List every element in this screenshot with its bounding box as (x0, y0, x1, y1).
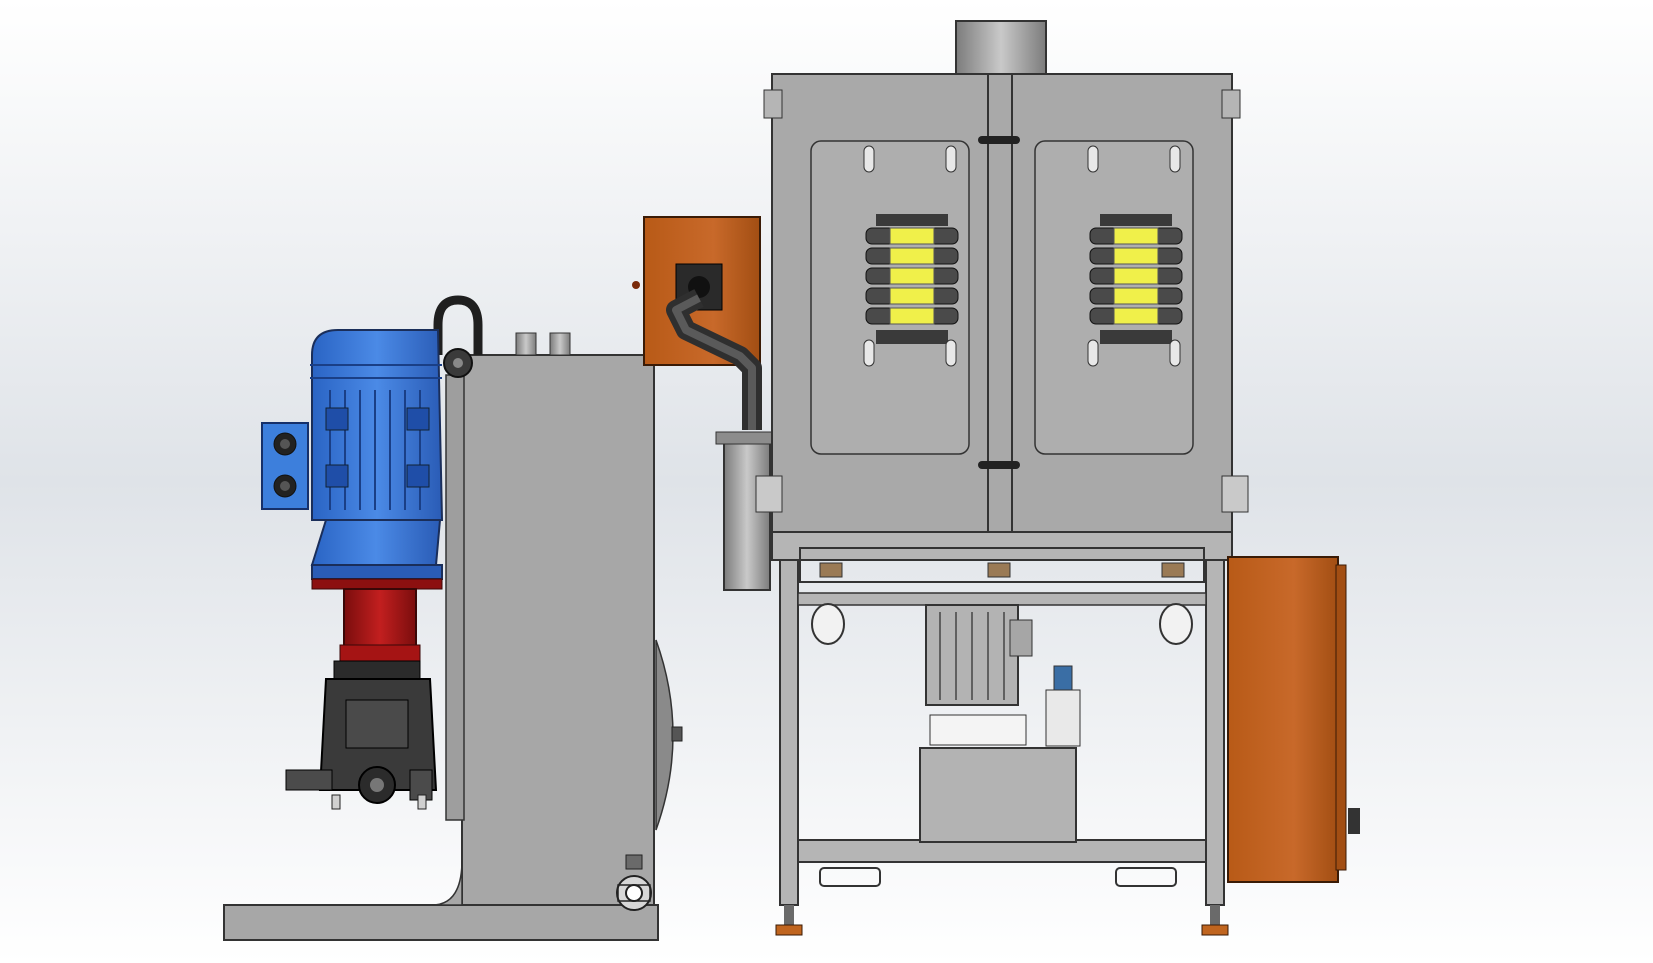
motor-coupling (311, 578, 443, 662)
mounting-slot (863, 145, 875, 173)
motor-foot-upper (325, 407, 349, 431)
valve-body (889, 267, 935, 285)
motor-flange (310, 519, 442, 566)
valve-stack-base (1100, 330, 1172, 344)
tank-fillet (431, 859, 463, 906)
frame-stand (771, 531, 1233, 936)
valve-body (889, 287, 935, 305)
cable-cylinder (723, 439, 771, 591)
motor-flange-ring (311, 564, 443, 580)
valve-body (889, 307, 935, 325)
frame-top-rail (771, 531, 1233, 561)
valve-stack (863, 145, 959, 367)
tank-port (671, 726, 683, 742)
frame-leg-right (1205, 559, 1225, 906)
pump-manifold-block (285, 769, 333, 791)
valve-body (889, 247, 935, 265)
motor-cooling-fins (310, 364, 442, 510)
hinge-bottom-left (755, 475, 783, 513)
mounting-slot (1169, 339, 1181, 367)
motor-foot-lower (325, 464, 349, 488)
valve-body (1113, 227, 1159, 245)
mounting-slot (1169, 145, 1181, 173)
frame-mounts (819, 562, 1185, 578)
hinge-top-left (763, 89, 783, 119)
side-box-latch (1348, 808, 1360, 834)
cable-grommets (811, 603, 1193, 645)
mini-tank (919, 747, 1077, 843)
door-latch-bottom (978, 461, 1020, 469)
valve-stack-base (876, 330, 948, 344)
hinge-top-right (1221, 89, 1241, 119)
door-latch-top (978, 136, 1020, 144)
mounting-slot (1087, 145, 1099, 173)
electric-motor (261, 329, 444, 580)
frame-bottom-rail (797, 839, 1207, 863)
hinge-bottom-right (1221, 475, 1249, 513)
valve-stack-plate (1100, 214, 1172, 226)
valve-stack (1087, 145, 1183, 367)
motor-terminal-box (261, 422, 309, 510)
mounting-slot (863, 339, 875, 367)
lifting-eye (433, 295, 483, 378)
hydraulic-tank-assembly (223, 332, 683, 941)
valve-body (1113, 307, 1159, 325)
valve-body (889, 227, 935, 245)
leveling-feet (775, 905, 1229, 936)
frame-leg-left (779, 559, 799, 906)
junction-box-side (1227, 556, 1360, 883)
mounting-slot (945, 339, 957, 367)
drain-valve (616, 854, 652, 911)
mini-power-unit (919, 604, 1081, 843)
valve-stacks (863, 145, 1183, 367)
frame-mid-rail (797, 592, 1207, 606)
valve-body (1113, 287, 1159, 305)
valve-stack-plate (876, 214, 948, 226)
mounting-slot (1087, 339, 1099, 367)
motor-foot-upper-r (406, 407, 430, 431)
mounting-slot (945, 145, 957, 173)
valve-body (1113, 267, 1159, 285)
mini-manifold (1045, 689, 1081, 747)
breather-cap-right (549, 332, 571, 356)
tank-front-panel (445, 374, 465, 821)
breather-cap-left (515, 332, 537, 356)
motor-foot-lower-r (406, 464, 430, 488)
hydraulic-pump (285, 660, 438, 810)
valve-body (1113, 247, 1159, 265)
tank-upright (461, 354, 655, 906)
frame-slots (819, 867, 1177, 887)
base-plate (223, 904, 659, 941)
motor-pump-assembly (261, 295, 483, 810)
cabinet-chimney (955, 20, 1047, 76)
electrical-cabinet (755, 20, 1249, 533)
junction-box-upper (632, 216, 779, 591)
